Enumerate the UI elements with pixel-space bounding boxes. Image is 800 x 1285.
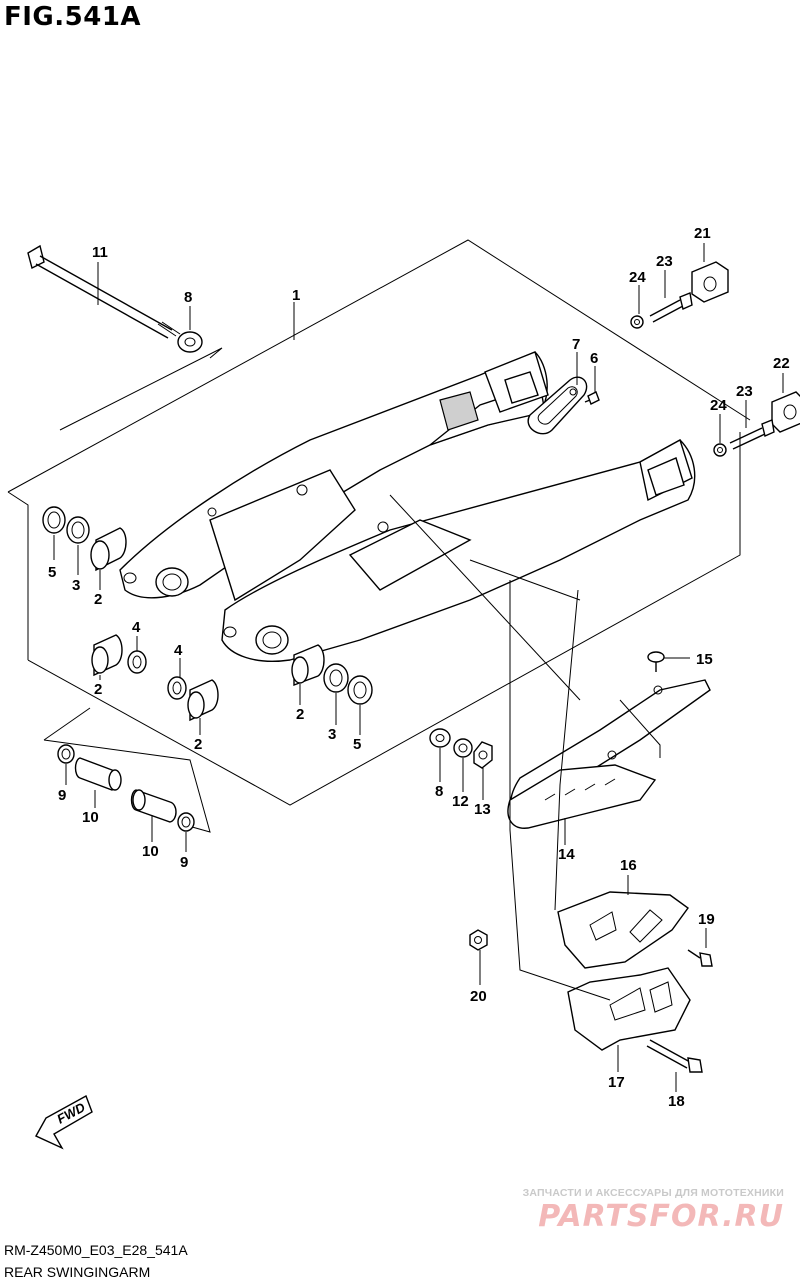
callout-labels: 1 2 2 2 2 3 3 4 4 5 5 6 7 8 8 9 9 10 10 … [48, 225, 790, 1110]
callout-14: 14 [558, 846, 575, 863]
callout-4: 4 [132, 619, 141, 636]
washer-8-top [177, 331, 203, 353]
bearing-2-left-low [91, 634, 123, 677]
callout-20: 20 [470, 988, 487, 1005]
guide-frame-lines [509, 580, 611, 1001]
callout-3: 3 [72, 577, 80, 594]
washer-24-right [713, 443, 727, 457]
seal-4-mid [167, 676, 187, 700]
pivot-shaft [27, 244, 181, 339]
callout-24: 24 [710, 397, 727, 414]
left-seal-stack [42, 506, 127, 572]
callout-23: 23 [656, 253, 673, 270]
callout-13: 13 [474, 801, 491, 818]
watermark-tagline: ЗАПЧАСТИ И АКСЕССУАРЫ ДЛЯ МОТОТЕХНИКИ [522, 1187, 784, 1199]
callout-5: 5 [48, 564, 56, 581]
callout-16: 16 [620, 857, 637, 874]
callout-12: 12 [452, 793, 469, 810]
adjuster-bolt-23-top [649, 292, 693, 323]
chain-slider-leaders [389, 494, 661, 758]
seal-4-left [127, 650, 147, 674]
watermark: ЗАПЧАСТИ И АКСЕССУАРЫ ДЛЯ МОТОТЕХНИКИ PA… [484, 1187, 784, 1234]
callout-9: 9 [58, 787, 66, 804]
callout-22: 22 [773, 355, 790, 372]
chain-adjuster-21 [691, 261, 729, 303]
callout-9: 9 [180, 854, 188, 871]
callout-2: 2 [94, 591, 102, 608]
chain-guide-17 [567, 967, 691, 1051]
nut-20 [469, 929, 488, 951]
figure-title: FIG.541A [4, 2, 142, 32]
callout-10: 10 [142, 843, 159, 860]
leader-lines [53, 243, 784, 1092]
callout-18: 18 [668, 1093, 685, 1110]
bolt-19 [687, 949, 713, 967]
chain-guide-16 [557, 891, 689, 969]
callout-4: 4 [174, 642, 183, 659]
callout-24: 24 [629, 269, 646, 286]
callout-6: 6 [590, 350, 598, 367]
callout-10: 10 [82, 809, 99, 826]
collar-group [43, 707, 211, 833]
assembly-outline [7, 239, 751, 806]
pivot-nut-stack [429, 728, 493, 769]
chain-slider-14 [507, 679, 711, 829]
callout-2: 2 [296, 706, 304, 723]
bearing-2-mid [187, 679, 219, 722]
drawing-code: RM-Z450M0_E03_E28_541A [4, 1242, 188, 1258]
callout-1: 1 [292, 287, 300, 304]
adjuster-bolt-23-right [729, 419, 775, 450]
right-seal-stack [291, 644, 373, 705]
callout-21: 21 [694, 225, 711, 242]
callout-15: 15 [696, 651, 713, 668]
callout-2: 2 [194, 736, 202, 753]
callout-11: 11 [92, 244, 108, 261]
bolt-6 [584, 391, 600, 405]
fwd-direction-icon: FWD [35, 1094, 93, 1150]
callout-8: 8 [184, 289, 192, 306]
drawing-subtitle: REAR SWINGINGARM [4, 1264, 151, 1280]
callout-8: 8 [435, 783, 443, 800]
bolt-18 [646, 1039, 703, 1073]
callout-17: 17 [608, 1074, 625, 1091]
callout-23: 23 [736, 383, 753, 400]
callout-7: 7 [572, 336, 580, 353]
chain-adjuster-22 [771, 391, 800, 433]
washer-24-top [630, 315, 644, 329]
callout-5: 5 [353, 736, 361, 753]
callout-3: 3 [328, 726, 336, 743]
screw-15 [647, 651, 690, 672]
watermark-logo: PARTSFOR.RU [538, 1199, 784, 1234]
swingarm [119, 351, 696, 662]
chain-puller-7 [527, 376, 588, 435]
callout-19: 19 [698, 911, 715, 928]
callout-2: 2 [94, 681, 102, 698]
